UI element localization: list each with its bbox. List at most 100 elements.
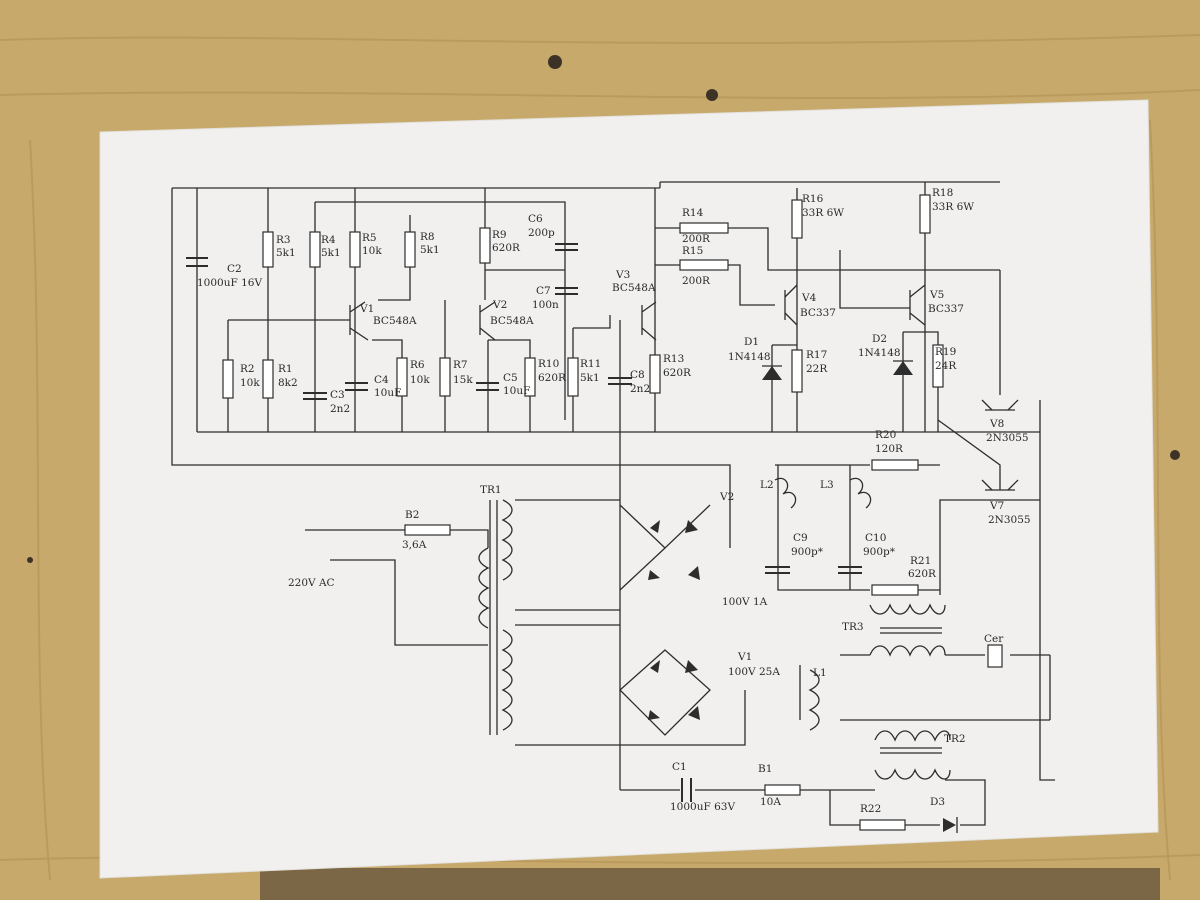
label-c6: C6 <box>528 213 543 225</box>
label-tr1: TR1 <box>480 484 502 496</box>
label-v5: V5 <box>929 289 944 301</box>
label-v3-type: BC548A <box>612 282 656 294</box>
label-r3-value: 5k1 <box>276 247 296 259</box>
label-r15: R15 <box>682 245 703 257</box>
label-c8-value: 2n2 <box>630 383 650 395</box>
label-r4-value: 5k1 <box>321 247 341 259</box>
label-r9-value: 620R <box>492 242 521 254</box>
label-r9: R9 <box>492 229 507 241</box>
label-v2-transistor: V2 <box>492 299 507 311</box>
label-r5: R5 <box>362 232 377 244</box>
label-r15-value: 200R <box>682 275 711 287</box>
crystal-cer <box>987 644 1003 668</box>
label-r14: R14 <box>682 207 704 219</box>
label-v5-type: BC337 <box>928 303 964 315</box>
label-v4: V4 <box>801 292 817 304</box>
label-c9-value: 900p* <box>791 546 824 558</box>
resistors <box>222 194 944 831</box>
label-d3: D3 <box>930 796 945 808</box>
label-c4: C4 <box>374 374 389 386</box>
label-r20: R20 <box>875 429 896 441</box>
label-r13: R13 <box>663 353 684 365</box>
label-c7-value: 100n <box>532 299 559 311</box>
label-v7: V7 <box>989 500 1004 512</box>
label-r7: R7 <box>453 359 468 371</box>
label-r16-value: 33R 6W <box>802 207 844 219</box>
label-r11-value: 5k1 <box>580 372 600 384</box>
paper-sheet <box>99 99 1159 879</box>
label-v8-type: 2N3055 <box>986 432 1029 444</box>
label-r1-value: 8k2 <box>278 377 298 389</box>
label-r2-value: 10k <box>240 377 260 389</box>
label-r1: R1 <box>278 363 293 375</box>
label-c10-value: 900p* <box>863 546 896 558</box>
label-r21-value: 620R <box>908 568 937 580</box>
label-v2-transistor-type: BC548A <box>490 315 534 327</box>
label-b1-value: 10A <box>760 796 781 808</box>
label-c10: C10 <box>865 532 886 544</box>
label-v2-bridge-rating: 100V 1A <box>722 596 768 608</box>
label-l2: L2 <box>760 479 774 491</box>
label-c1-value: 1000uF 63V <box>670 801 735 813</box>
label-v1-transistor-type: BC548A <box>373 315 417 327</box>
label-v4-type: BC337 <box>800 307 836 319</box>
label-d1: D1 <box>744 336 759 348</box>
label-v1-bridge: V1 <box>737 651 752 663</box>
label-d1-type: 1N4148 <box>728 351 771 363</box>
label-r2: R2 <box>240 363 255 375</box>
label-c8: C8 <box>630 369 645 381</box>
label-r6: R6 <box>410 359 425 371</box>
label-c1: C1 <box>672 761 687 773</box>
label-b1: B1 <box>758 763 772 775</box>
label-v2-bridge: V2 <box>719 491 734 503</box>
label-r13-value: 620R <box>663 367 692 379</box>
label-c3-value: 2n2 <box>330 403 350 415</box>
label-c7: C7 <box>536 285 551 297</box>
label-r17: R17 <box>806 349 827 361</box>
label-r18-value: 33R 6W <box>932 201 974 213</box>
label-r18: R18 <box>932 187 953 199</box>
diodes <box>648 360 958 833</box>
label-c4-value: 10uF <box>374 387 401 399</box>
label-c2-value: 1000uF 16V <box>197 277 262 289</box>
label-r21: R21 <box>910 555 931 567</box>
label-d2: D2 <box>872 333 887 345</box>
label-r5-value: 10k <box>362 245 382 257</box>
label-r8-value: 5k1 <box>420 244 440 256</box>
label-v7-type: 2N3055 <box>988 514 1031 526</box>
label-r19-value: 24R <box>935 360 957 372</box>
label-d2-type: 1N4148 <box>858 347 901 359</box>
label-c3: C3 <box>330 389 345 401</box>
label-c5-value: 10uF <box>503 385 530 397</box>
transistors <box>349 284 1019 491</box>
label-r4: R4 <box>321 234 336 246</box>
label-r11: R11 <box>580 358 601 370</box>
label-r10-value: 620R <box>538 372 567 384</box>
label-c6-value: 200p <box>528 227 555 239</box>
capacitors <box>186 243 862 802</box>
label-r8: R8 <box>420 231 435 243</box>
label-r10: R10 <box>538 358 559 370</box>
label-v1-transistor: V1 <box>359 303 374 315</box>
label-c2: C2 <box>227 263 242 275</box>
label-c9: C9 <box>793 532 808 544</box>
label-r20-value: 120R <box>875 443 904 455</box>
label-r3: R3 <box>276 234 291 246</box>
label-r19: R19 <box>935 346 956 358</box>
label-cer: Cer <box>984 633 1004 645</box>
label-v1-bridge-rating: 100V 25A <box>728 666 780 678</box>
label-r22: R22 <box>860 803 881 815</box>
label-c5: C5 <box>503 372 518 384</box>
label-r14-value: 200R <box>682 233 711 245</box>
label-v3: V3 <box>615 269 630 281</box>
label-r7-value: 15k <box>453 374 473 386</box>
transformers-and-inductors <box>478 477 951 780</box>
component-labels: C2 1000uF 16V R3 5k1 R4 5k1 R5 10k R8 5k… <box>197 187 1031 815</box>
label-tr3: TR3 <box>842 621 864 633</box>
label-r6-value: 10k <box>410 374 430 386</box>
label-220v-ac: 220V AC <box>288 577 335 589</box>
label-l1: L1 <box>813 667 827 679</box>
label-b2-value: 3,6A <box>402 539 427 551</box>
label-b2: B2 <box>405 509 419 521</box>
